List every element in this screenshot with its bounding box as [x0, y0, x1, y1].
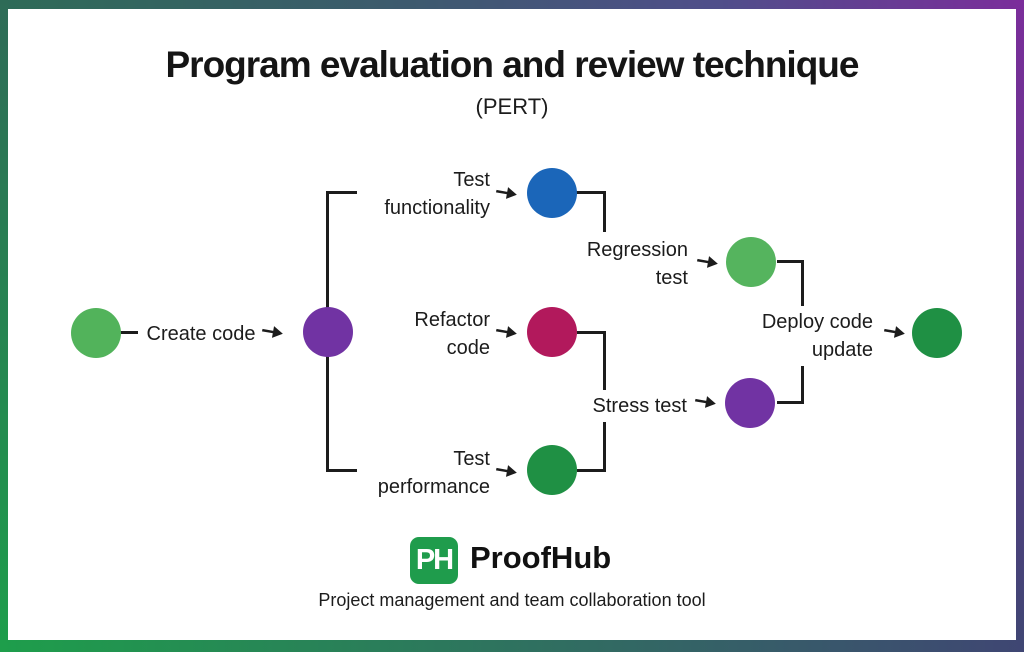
- connector-hub-bracket-top: [326, 191, 357, 194]
- gradient-border-bottom: [0, 640, 1024, 652]
- node-refactor-code: [527, 307, 577, 357]
- proofhub-logo-icon: PH: [410, 537, 458, 584]
- connector-hub-bracket-bottom: [326, 469, 357, 472]
- label-create-code: Create code: [146, 323, 256, 345]
- arrow-right-icon: [495, 326, 517, 338]
- label-deploy-code-update-line2: update: [811, 339, 873, 361]
- connector-stress-out-h: [777, 401, 804, 404]
- label-deploy-code-update: Deploy code update: [755, 306, 879, 366]
- label-refactor-code-line2: code: [446, 337, 490, 359]
- arrow-right-icon: [883, 326, 905, 338]
- label-stress-test: Stress test: [587, 390, 692, 422]
- connector-start-dash: [120, 331, 138, 334]
- arrow-right-icon: [696, 256, 718, 268]
- label-test-functionality-line1: Test: [453, 169, 490, 191]
- label-regression-test: Regression test: [548, 236, 688, 292]
- node-test-functionality: [527, 168, 577, 218]
- label-refactor-code-line1: Refactor: [414, 309, 490, 331]
- gradient-border-top: [0, 0, 1024, 9]
- arrow-right-icon: [261, 326, 283, 338]
- gradient-border-right: [1016, 0, 1024, 652]
- label-regression-test-line1: Regression: [586, 239, 688, 261]
- arrow-right-icon: [694, 396, 716, 408]
- connector-performance-out-h: [577, 469, 606, 472]
- node-deploy-code-update: [912, 308, 962, 358]
- label-refactor-code: Refactor code: [370, 306, 490, 362]
- page-subtitle: (PERT): [475, 94, 549, 119]
- label-test-functionality: Test functionality: [330, 166, 490, 222]
- brand-tagline: Project management and team collaboratio…: [318, 590, 706, 610]
- node-start: [71, 308, 121, 358]
- label-deploy-code-update-line1: Deploy code: [761, 311, 873, 333]
- page-title: Program evaluation and review technique: [165, 44, 860, 85]
- node-hub: [303, 307, 353, 357]
- label-test-performance: Test performance: [330, 445, 490, 501]
- node-test-performance: [527, 445, 577, 495]
- node-stress-test: [725, 378, 775, 428]
- label-test-performance-line1: Test: [453, 448, 490, 470]
- arrow-right-icon: [495, 187, 517, 199]
- gradient-border-left: [0, 0, 8, 652]
- label-test-performance-line2: performance: [377, 476, 490, 498]
- connector-functionality-out-h: [576, 191, 606, 194]
- label-test-functionality-line2: functionality: [384, 197, 490, 219]
- node-regression-test: [726, 237, 776, 287]
- connector-refactor-out-h: [577, 331, 606, 334]
- connector-functionality-out-v: [603, 191, 606, 232]
- brand-name: ProofHub: [470, 540, 612, 575]
- label-regression-test-line2: test: [655, 267, 688, 289]
- arrow-right-icon: [495, 465, 517, 477]
- connector-regression-out-h: [777, 260, 804, 263]
